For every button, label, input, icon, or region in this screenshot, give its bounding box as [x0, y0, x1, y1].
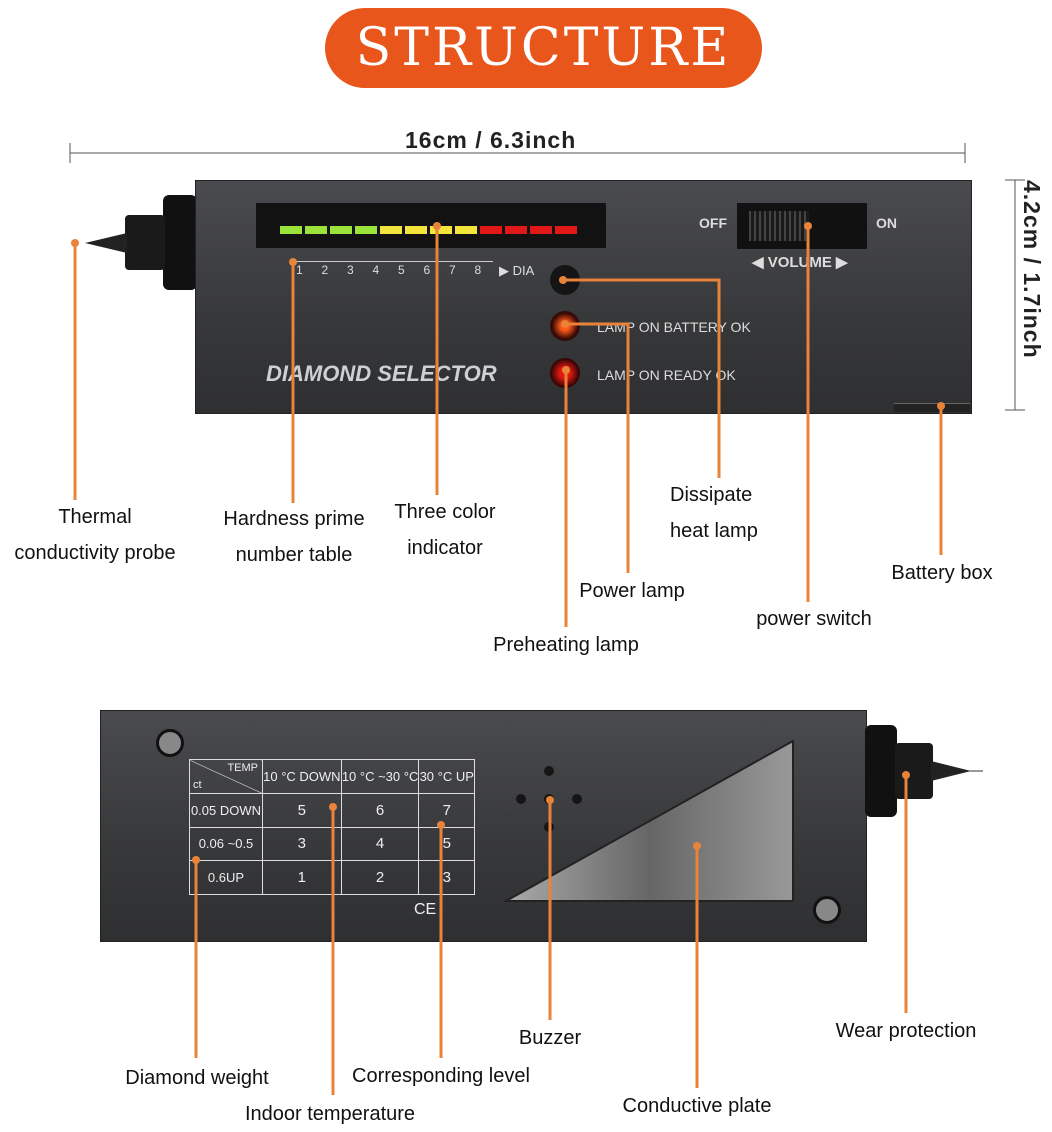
table-cell: 5 — [262, 793, 342, 828]
scale-number: 7 — [449, 263, 456, 277]
scale-number: 2 — [321, 263, 329, 277]
volume-label: ◀ VOLUME ▶ — [752, 254, 848, 271]
dia-text: DIA — [512, 263, 535, 278]
table-cell: 3 — [418, 860, 475, 895]
indicator-segment — [505, 226, 527, 234]
scale-number: 4 — [372, 263, 380, 277]
hardness-scale — [293, 261, 493, 262]
indicator-segment — [480, 226, 502, 234]
thermal-probe-back — [865, 725, 985, 817]
power-switch[interactable] — [737, 203, 867, 249]
label-line: conductivity probe — [14, 542, 176, 564]
indicator-segment — [305, 226, 327, 234]
back-device-body: TEMP ct 10 °C DOWN 10 °C ~30 °C 30 °C UP… — [100, 710, 867, 942]
ce-mark: CE — [414, 901, 437, 918]
label-line: number table — [235, 544, 353, 566]
ready-lamp-text: LAMP ON READY OK — [597, 367, 736, 383]
indicator-segment — [455, 226, 477, 234]
row-label: 0.06 ~0.5 — [189, 826, 263, 862]
label-line: Hardness prime — [223, 508, 365, 530]
label-preheating-lamp: Preheating lamp — [493, 634, 639, 656]
indicator-segment — [405, 226, 427, 234]
label-line: Dissipate — [670, 484, 753, 506]
hardness-table: TEMP ct 10 °C DOWN 10 °C ~30 °C 30 °C UP… — [189, 759, 475, 895]
indicator-segment — [555, 226, 577, 234]
label-hardness-table: Hardness prime number table — [204, 501, 384, 573]
label-corresponding-level: Corresponding level — [352, 1065, 530, 1087]
row-label: 0.6UP — [189, 860, 263, 895]
scale-number: 3 — [347, 263, 354, 277]
thermal-probe-front — [85, 195, 197, 290]
indicator-segment — [330, 226, 352, 234]
indicator-segment — [430, 226, 452, 234]
indicator-segment — [355, 226, 377, 234]
screw-icon — [813, 896, 841, 924]
title-banner: STRUCTURE — [325, 8, 762, 88]
off-label: OFF — [699, 215, 727, 231]
dia-label: ▶ DIA — [499, 263, 535, 278]
label-line: indicator — [407, 537, 483, 559]
table-cell: 1 — [262, 860, 342, 895]
screw-icon — [156, 729, 184, 757]
label-power-switch: power switch — [756, 608, 872, 630]
indicator-segment — [280, 226, 302, 234]
table-cell: 5 — [418, 826, 475, 862]
on-label: ON — [876, 215, 897, 231]
row-label: 0.05 DOWN — [189, 793, 263, 828]
conductive-plate — [502, 739, 794, 902]
scale-number: 8 — [474, 263, 482, 277]
table-corner: TEMP ct — [189, 759, 263, 794]
temp-corner-label: TEMP — [227, 762, 258, 774]
label-power-lamp: Power lamp — [579, 580, 685, 602]
three-color-indicator — [256, 203, 606, 248]
table-cell: 3 — [262, 826, 342, 862]
label-wear-protection: Wear protection — [835, 1020, 977, 1042]
table-header: 30 °C UP — [418, 759, 475, 794]
label-battery-box: Battery box — [891, 562, 993, 584]
scale-number: 5 — [398, 263, 405, 277]
label-thermal-probe: Thermal conductivity probe — [0, 499, 190, 571]
brand-text: DIAMOND SELECTOR — [266, 361, 497, 386]
label-conductive-plate: Conductive plate — [622, 1095, 772, 1117]
label-diamond-weight: Diamond weight — [125, 1067, 269, 1089]
label-line: Thermal — [58, 506, 132, 528]
label-buzzer: Buzzer — [518, 1027, 582, 1049]
scale-number: 6 — [423, 263, 431, 277]
volume-text: VOLUME — [767, 254, 832, 271]
ct-corner-label: ct — [193, 779, 202, 791]
label-indoor-temperature: Indoor temperature — [244, 1103, 416, 1125]
label-line: Three color — [394, 501, 496, 523]
front-device-body: 1 2 3 4 5 6 7 8 ▶ DIA LAMP ON BATTERY OK LAMP O… — [195, 180, 972, 414]
scale-number: 1 — [296, 263, 303, 277]
label-dissipate-lamp: Dissipate heat lamp — [670, 477, 758, 549]
dimension-lines — [69, 143, 1025, 411]
indicator-segment — [530, 226, 552, 234]
length-dimension: 16cm / 6.3inch — [405, 127, 577, 153]
indicator-segment — [380, 226, 402, 234]
table-header: 10 °C ~30 °C — [340, 759, 420, 794]
table-cell: 2 — [340, 860, 420, 895]
battery-box[interactable] — [894, 403, 970, 412]
label-line: heat lamp — [670, 520, 758, 542]
battery-lamp-text: LAMP ON BATTERY OK — [597, 319, 751, 335]
label-three-color-indicator: Three color indicator — [375, 494, 515, 566]
